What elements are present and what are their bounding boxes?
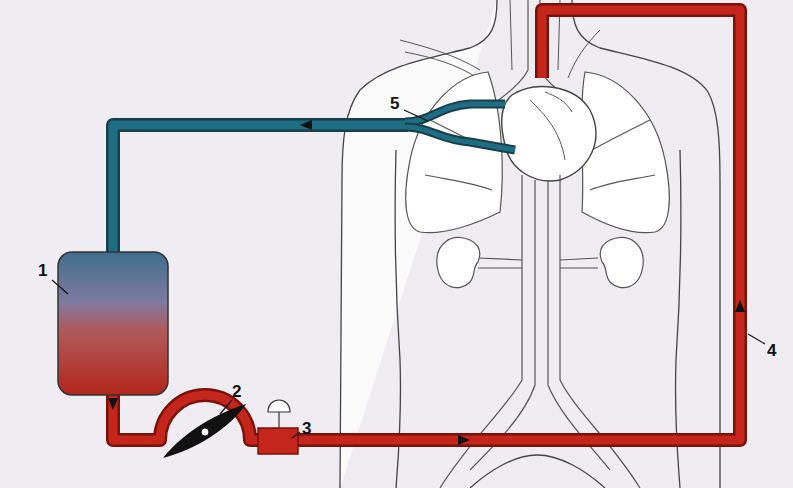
roller-pump <box>163 404 246 458</box>
callout-number: 4 <box>767 342 776 359</box>
arterial-filter <box>258 400 298 454</box>
heart-detail <box>530 92 572 160</box>
callout-number: 2 <box>232 383 241 400</box>
heart <box>502 87 596 181</box>
lungs <box>406 72 670 233</box>
kidneys <box>437 238 643 288</box>
callout-number: 1 <box>38 262 47 279</box>
flow-arrows <box>108 120 745 445</box>
oxygenator-reservoir <box>58 252 168 395</box>
venous-tube <box>113 104 515 258</box>
callout-number: 5 <box>390 95 399 112</box>
body-outline <box>340 0 720 488</box>
arterial-tube <box>113 10 740 440</box>
leader-lines <box>52 110 765 438</box>
callout-number: 3 <box>302 420 311 437</box>
